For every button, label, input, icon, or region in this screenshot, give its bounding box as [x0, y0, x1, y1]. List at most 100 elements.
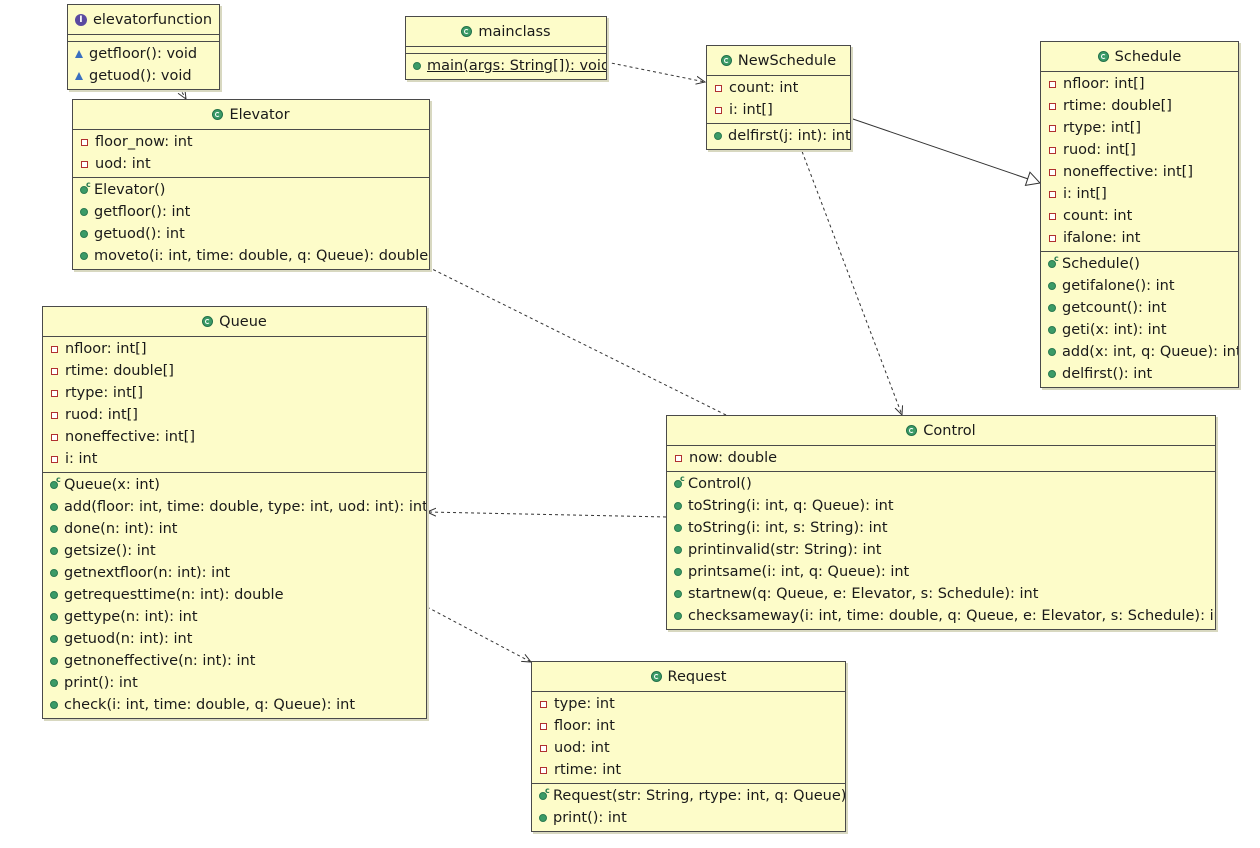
operation-row[interactable]: toString(i: int, q: Queue): int [667, 495, 1215, 517]
private-visibility-icon [715, 84, 722, 92]
abstract-method-icon [75, 72, 83, 80]
attribute-row[interactable]: noneffective: int[] [43, 426, 426, 448]
operation-row[interactable]: getcount(): int [1041, 297, 1238, 319]
private-visibility-icon [1049, 168, 1056, 176]
operation-row[interactable]: getuod(n: int): int [43, 628, 426, 650]
attribute-row[interactable]: ifalone: int [1041, 227, 1238, 249]
operation-row[interactable]: main(args: String[]): void [406, 55, 606, 77]
attribute-row-text: rtype: int[] [65, 385, 144, 401]
attribute-row[interactable]: rtime: double[] [43, 360, 426, 382]
attribute-row[interactable]: i: int[] [1041, 183, 1238, 205]
operation-row[interactable]: geti(x: int): int [1041, 319, 1238, 341]
operation-row[interactable]: Control() [667, 473, 1215, 495]
public-visibility-icon [80, 230, 88, 238]
attribute-row[interactable]: uod: int [532, 737, 845, 759]
operation-row[interactable]: getuod(): void [68, 65, 219, 87]
operation-row-text: getnoneffective(n: int): int [64, 653, 256, 669]
class-name: Elevator [229, 106, 290, 123]
class-box-newschedule[interactable]: NewSchedule count: int i: int[] delfirst(j:… [706, 45, 851, 150]
attribute-row[interactable]: rtime: int [532, 759, 845, 781]
attribute-row[interactable]: i: int [43, 448, 426, 470]
private-visibility-icon [51, 455, 58, 463]
attribute-row-text: i: int[] [1063, 186, 1107, 202]
operation-row[interactable]: getrequesttime(n: int): double [43, 584, 426, 606]
operation-row-text: Queue(x: int) [64, 477, 160, 493]
private-visibility-icon [81, 138, 88, 146]
operation-row[interactable]: getsize(): int [43, 540, 426, 562]
attribute-row-text: noneffective: int[] [65, 429, 195, 445]
attribute-row-text: nfloor: int[] [65, 341, 147, 357]
attribute-row[interactable]: type: int [532, 693, 845, 715]
abstract-method-icon [75, 50, 83, 58]
operations-section: main(args: String[]): void [406, 53, 606, 79]
attribute-row[interactable]: rtype: int[] [43, 382, 426, 404]
operation-row[interactable]: getnoneffective(n: int): int [43, 650, 426, 672]
operation-row-text: add(floor: int, time: double, type: int,… [64, 499, 426, 515]
attribute-row[interactable]: floor_now: int [73, 131, 429, 153]
attribute-row-text: count: int [1063, 208, 1133, 224]
constructor-icon [1048, 254, 1059, 268]
operation-row[interactable]: startnew(q: Queue, e: Elevator, s: Sched… [667, 583, 1215, 605]
class-header: Elevator [73, 100, 429, 130]
attribute-row[interactable]: count: int [1041, 205, 1238, 227]
attribute-row[interactable]: rtype: int[] [1041, 117, 1238, 139]
attribute-row[interactable]: i: int[] [707, 99, 850, 121]
operation-row[interactable]: add(floor: int, time: double, type: int,… [43, 496, 426, 518]
operation-row[interactable]: delfirst(j: int): int [707, 125, 850, 147]
operation-row-text: printinvalid(str: String): int [688, 542, 882, 558]
class-name: NewSchedule [737, 52, 837, 69]
operation-row[interactable]: moveto(i: int, time: double, q: Queue): … [73, 245, 429, 267]
operation-row[interactable]: add(x: int, q: Queue): int [1041, 341, 1238, 363]
public-visibility-icon [50, 569, 58, 577]
operations-section: Queue(x: int) add(floor: int, time: doubl… [43, 472, 426, 718]
operation-row[interactable]: print(): int [43, 672, 426, 694]
attribute-row[interactable]: nfloor: int[] [43, 338, 426, 360]
attribute-row[interactable]: now: double [667, 447, 1215, 469]
operation-row[interactable]: toString(i: int, s: String): int [667, 517, 1215, 539]
operation-row[interactable]: print(): int [532, 807, 845, 829]
operation-row[interactable]: checksameway(i: int, time: double, q: Qu… [667, 605, 1215, 627]
constructor-icon [539, 786, 550, 800]
attributes-section: count: int i: int[] [707, 76, 850, 123]
class-box-mainclass[interactable]: mainclass main(args: String[]): void [405, 16, 607, 80]
attribute-row[interactable]: floor: int [532, 715, 845, 737]
operation-row[interactable]: getfloor(): int [73, 201, 429, 223]
operation-row[interactable]: Schedule() [1041, 253, 1238, 275]
attribute-row-text: i: int[] [729, 102, 773, 118]
operation-row[interactable]: check(i: int, time: double, q: Queue): i… [43, 694, 426, 716]
operation-row[interactable]: gettype(n: int): int [43, 606, 426, 628]
public-visibility-icon [1048, 282, 1056, 290]
attribute-row[interactable]: ruod: int[] [43, 404, 426, 426]
operation-row[interactable]: getnextfloor(n: int): int [43, 562, 426, 584]
class-header: mainclass [406, 17, 606, 47]
private-visibility-icon [540, 700, 547, 708]
attribute-row[interactable]: noneffective: int[] [1041, 161, 1238, 183]
attribute-row[interactable]: nfloor: int[] [1041, 73, 1238, 95]
operation-row[interactable]: Request(str: String, rtype: int, q: Queu… [532, 785, 845, 807]
operation-row[interactable]: done(n: int): int [43, 518, 426, 540]
attribute-row[interactable]: count: int [707, 77, 850, 99]
operation-row[interactable]: printinvalid(str: String): int [667, 539, 1215, 561]
operation-row[interactable]: Elevator() [73, 179, 429, 201]
private-visibility-icon [540, 766, 547, 774]
attribute-row[interactable]: uod: int [73, 153, 429, 175]
operation-row[interactable]: getifalone(): int [1041, 275, 1238, 297]
attribute-row[interactable]: rtime: double[] [1041, 95, 1238, 117]
operation-row[interactable]: getuod(): int [73, 223, 429, 245]
operation-row[interactable]: getfloor(): void [68, 43, 219, 65]
operation-row[interactable]: printsame(i: int, q: Queue): int [667, 561, 1215, 583]
operation-row[interactable]: delfirst(): int [1041, 363, 1238, 385]
private-visibility-icon [51, 389, 58, 397]
constructor-icon [50, 475, 61, 489]
public-visibility-icon [674, 546, 682, 554]
private-visibility-icon [1049, 146, 1056, 154]
attribute-row[interactable]: ruod: int[] [1041, 139, 1238, 161]
operation-row[interactable]: Queue(x: int) [43, 474, 426, 496]
